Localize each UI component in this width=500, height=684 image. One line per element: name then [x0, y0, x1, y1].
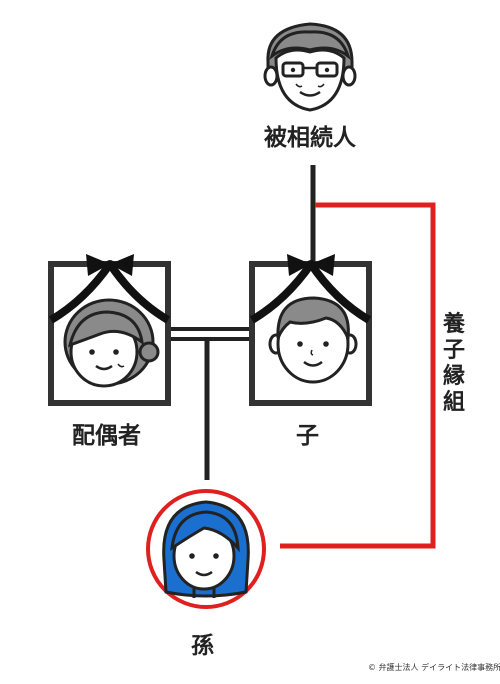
copyright-notice: © 弁護士法人 デイライト法律事務所 [368, 663, 500, 672]
child-label: 子 [296, 423, 319, 449]
spouse-label: 配偶者 [72, 423, 141, 449]
adoption-line [280, 202, 436, 549]
grandchild-portrait [146, 489, 266, 609]
deceased-label: 被相続人 [264, 125, 356, 151]
adoption-label: 養子縁組 [442, 312, 465, 415]
deceased-portrait [263, 22, 357, 112]
spouse-portrait [63, 298, 160, 388]
child-portrait [268, 296, 358, 384]
spouse-memorial-frame [48, 254, 171, 406]
grandchild-label: 孫 [191, 633, 214, 659]
child-memorial-frame [249, 254, 372, 406]
